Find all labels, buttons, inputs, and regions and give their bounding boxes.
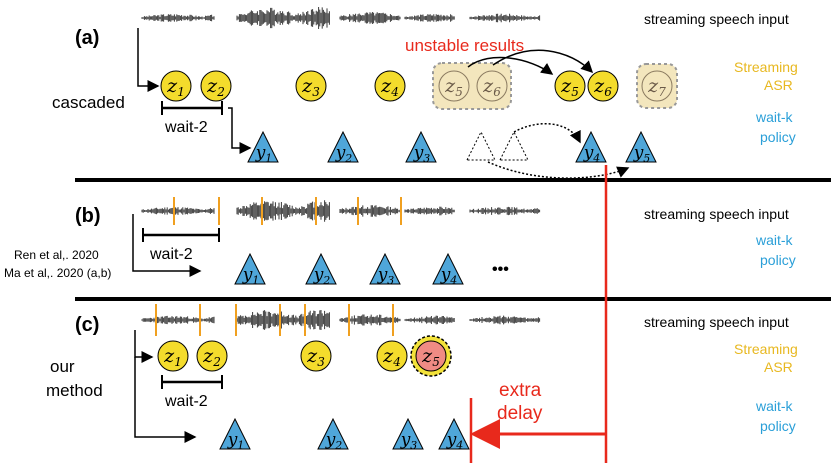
panel-b-label: (b) bbox=[75, 205, 101, 227]
panel-b-tgt-token-triangle bbox=[234, 252, 266, 285]
panel-c-label: (c) bbox=[75, 314, 99, 336]
panel-c-wait-label: wait-2 bbox=[164, 393, 208, 410]
panel-a-tgt-token-triangle bbox=[327, 130, 359, 163]
panel-a-wait-label: wait-2 bbox=[164, 119, 208, 136]
waveform-segment bbox=[236, 7, 330, 29]
panel-c-tgt-token-triangle bbox=[392, 417, 424, 450]
waveform-segment bbox=[469, 315, 541, 325]
waveform-segment bbox=[469, 206, 541, 216]
panel-b-wait-label: wait-2 bbox=[149, 246, 193, 263]
panel-a-tgt-token-triangle bbox=[405, 130, 437, 163]
waveform-segment bbox=[339, 205, 401, 217]
panel-a-src-token-circle bbox=[587, 70, 619, 102]
panel-b-tgt-token-triangle bbox=[369, 252, 401, 285]
panel-c-src-token-circle bbox=[376, 340, 408, 372]
panel-b-side-label-2: Ma et al,. 2020 (a,b) bbox=[4, 266, 111, 280]
panel-a-src-token-circle bbox=[295, 70, 327, 102]
waveform-segment bbox=[236, 310, 330, 330]
panel-c-side-label-1: our bbox=[50, 357, 75, 376]
panel-c-policy-label-2: policy bbox=[760, 418, 796, 434]
panel-b-tgt-arrow bbox=[132, 214, 202, 277]
panel-c-policy-label-1: wait-k bbox=[755, 398, 794, 414]
panel-c-tgt-token-triangle bbox=[317, 417, 349, 450]
panel-a-asr-label-1: Streaming bbox=[734, 59, 798, 75]
panel-a-src-arrow bbox=[137, 28, 160, 92]
panel-a-ghost-arrow-2 bbox=[487, 161, 630, 179]
waveform-segment bbox=[404, 206, 455, 216]
panel-c-src-arrow bbox=[134, 330, 154, 363]
panel-a-src-token-circle bbox=[374, 70, 406, 102]
panel-a-tgt-token-triangle bbox=[625, 130, 657, 163]
speech-waveforms bbox=[141, 7, 541, 330]
panel-c-wait-bracket bbox=[161, 375, 223, 389]
panel-b-tgt-token-triangle bbox=[432, 252, 464, 285]
panel-b-tgt-token-triangle bbox=[305, 252, 337, 285]
panel-a-redo-arrow-z6 bbox=[492, 49, 594, 74]
panel-a-ghost-triangle-1 bbox=[466, 130, 496, 161]
panel-a-src-token-circle bbox=[476, 70, 508, 102]
panel-c-src-token-circle bbox=[157, 340, 189, 372]
panel-a-label: (a) bbox=[75, 27, 99, 49]
panel-c-tgt-arrow bbox=[134, 357, 197, 443]
waveform-segment bbox=[141, 14, 215, 22]
panel-c-side-label-2: method bbox=[46, 381, 103, 400]
panel-a-tgt-token-triangle bbox=[575, 130, 607, 163]
panel-a-src-token-circle bbox=[554, 70, 586, 102]
panel-c-src-token-circle bbox=[196, 340, 228, 372]
panel-a-input-label: streaming speech input bbox=[644, 11, 789, 27]
panel-a-unstable-label: unstable results bbox=[405, 36, 524, 55]
panel-b-input-label: streaming speech input bbox=[644, 206, 789, 222]
panel-a-ghost-triangle-2 bbox=[499, 130, 529, 161]
panel-a-src-token-circle bbox=[200, 70, 232, 102]
panel-a-redo-arrow-z5 bbox=[467, 56, 554, 75]
panel-a-tgt-arrow bbox=[228, 107, 252, 154]
panel-c-segment-ticks bbox=[155, 304, 394, 336]
waveform-segment bbox=[469, 13, 541, 23]
panel-b-policy-label-2: policy bbox=[760, 252, 796, 268]
panel-c-src-token-circle bbox=[415, 340, 447, 372]
panel-a-src-token-circle bbox=[438, 70, 470, 102]
panel-a-policy-label-2: policy bbox=[760, 129, 796, 145]
waveform-segment bbox=[339, 12, 401, 24]
panel-c-asr-label-1: Streaming bbox=[734, 341, 798, 357]
panel-a-src-token-circle bbox=[641, 70, 673, 102]
panel-b-segment-ticks bbox=[173, 197, 402, 225]
panel-c-asr-label-2: ASR bbox=[764, 359, 793, 375]
panel-c-extra-label-1: extra bbox=[499, 380, 542, 401]
panel-a-wait-bracket bbox=[161, 101, 223, 115]
panel-c-src-token-circle bbox=[300, 340, 332, 372]
panel-b-side-label-1: Ren et al,. 2020 bbox=[14, 248, 99, 262]
panel-a-side-label: cascaded bbox=[52, 93, 125, 112]
panel-b-policy-label-1: wait-k bbox=[755, 232, 794, 248]
panel-a-ghost-arrow-1 bbox=[513, 122, 581, 144]
waveform-segment bbox=[236, 200, 330, 222]
waveform-segment bbox=[141, 315, 215, 325]
waveform-segment bbox=[404, 315, 455, 325]
panel-a-policy-label-1: wait-k bbox=[755, 109, 794, 125]
panel-c-input-label: streaming speech input bbox=[644, 314, 789, 330]
panel-a-src-token-circle bbox=[160, 70, 192, 102]
panel-c-extra-label-2: delay bbox=[497, 403, 543, 424]
panel-a-tgt-token-triangle bbox=[247, 130, 279, 163]
panel-c-tgt-token-triangle bbox=[438, 417, 470, 450]
panel-c-tgt-token-triangle bbox=[219, 417, 251, 450]
panel-b-ellipsis: ••• bbox=[492, 261, 509, 278]
panel-b-wait-bracket bbox=[142, 228, 220, 242]
waveform-segment bbox=[404, 14, 455, 22]
waveform-segment bbox=[141, 207, 215, 215]
panel-a-asr-label-2: ASR bbox=[764, 77, 793, 93]
